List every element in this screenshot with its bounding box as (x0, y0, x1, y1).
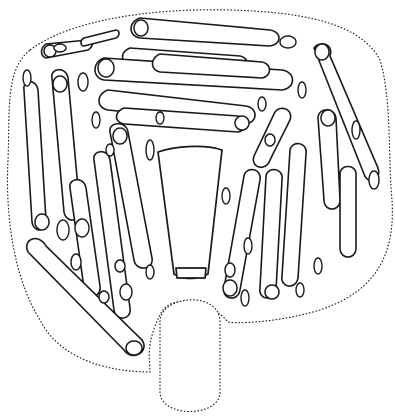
loop-right-2-end (321, 110, 335, 126)
blob-10 (146, 140, 154, 160)
loop-right-4-end (265, 285, 279, 299)
blob-3 (92, 112, 100, 128)
blob-23 (106, 144, 114, 156)
blob-2 (78, 73, 88, 91)
loop-left-1-end (35, 214, 49, 230)
loop-right-1-end (315, 44, 329, 60)
blob-14 (99, 291, 109, 303)
loop-bottomleft-end (126, 341, 142, 355)
blob-16 (146, 265, 154, 279)
blob-24 (54, 44, 66, 52)
loop-right-5-end (223, 280, 237, 296)
blob-20 (296, 283, 304, 297)
loop-right-5 (224, 170, 260, 298)
blob-22 (265, 134, 275, 146)
loop-top-3-end (98, 59, 114, 77)
stalk-base (176, 268, 206, 278)
blob-25 (225, 263, 235, 277)
blob-15 (120, 284, 132, 300)
loop-left-1 (24, 82, 46, 230)
central-stalk (158, 146, 222, 278)
blob-18 (244, 238, 252, 254)
blob-21 (314, 258, 322, 274)
loop-right-7 (340, 167, 356, 258)
blob-7 (352, 121, 360, 139)
blob-1 (23, 70, 31, 86)
blob-12 (75, 219, 89, 237)
loop-left-4-end (113, 128, 127, 144)
blob-13 (71, 254, 81, 270)
blob-8 (369, 171, 379, 189)
blob-9 (156, 112, 164, 124)
blob-6 (258, 97, 266, 111)
blob-5 (298, 82, 306, 98)
loop-top-1-end (134, 20, 148, 36)
bottom-dashed-stem (160, 300, 220, 412)
blob-19 (241, 290, 249, 306)
loop-left-2-end (53, 76, 67, 92)
loop-mid-6-end (235, 116, 249, 130)
loop-right-4 (260, 170, 282, 298)
loop-right-3 (282, 144, 306, 286)
blob-26 (115, 260, 125, 272)
blob-17 (222, 188, 230, 204)
blob-11 (57, 220, 69, 240)
loop-top-1 (131, 18, 279, 46)
blob-4 (280, 36, 296, 48)
loop-topleft-b (81, 30, 119, 46)
